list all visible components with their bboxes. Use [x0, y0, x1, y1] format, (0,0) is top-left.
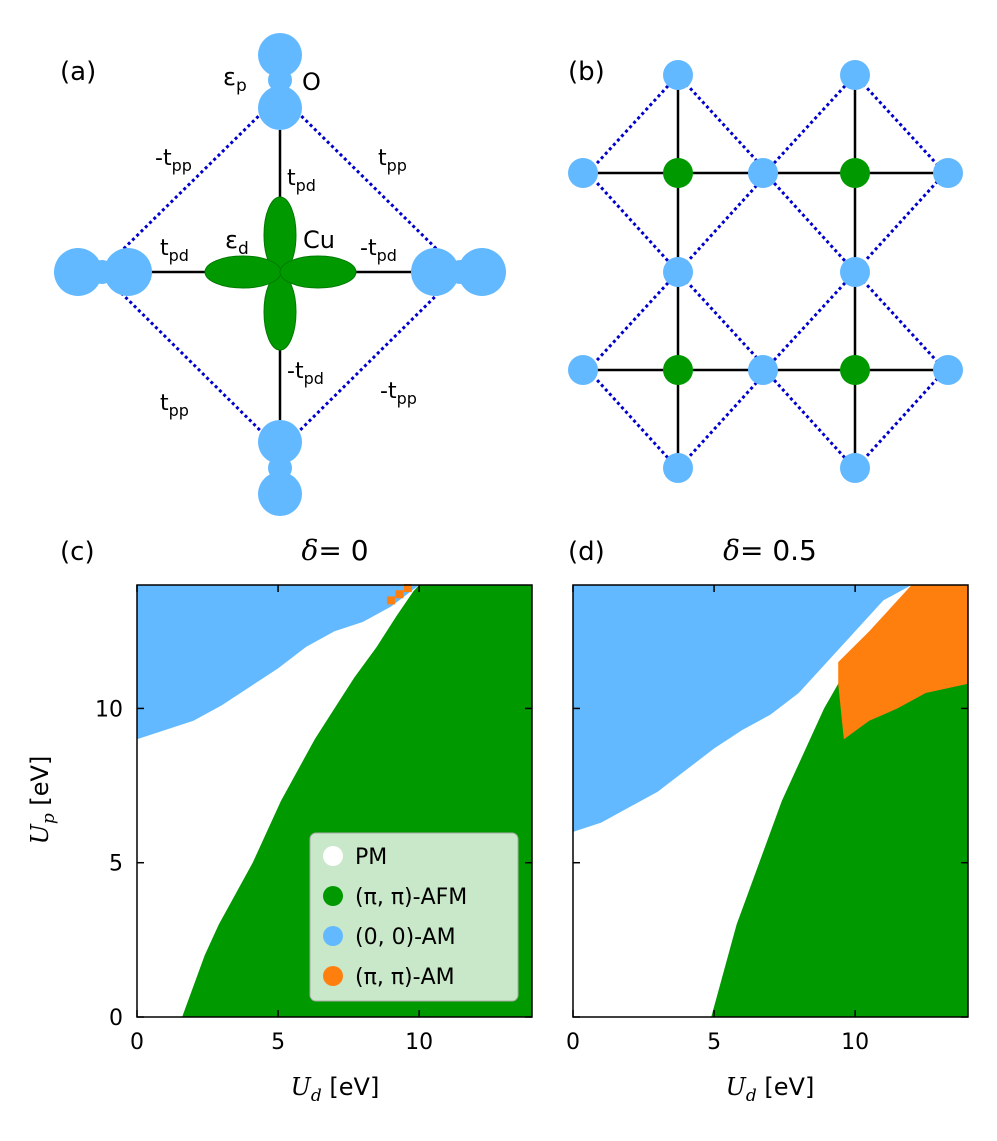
panel-d: (d) δ= 0.5 0 5 10 Ud [eV] [566, 534, 969, 1106]
copper-d-orbital [204, 196, 357, 351]
hop-label-1: -tpp [155, 146, 192, 175]
region-AMpipi [838, 585, 968, 740]
x-tick-label: 10 [405, 1030, 433, 1055]
legend-label: (π, π)-AM [355, 965, 455, 990]
panel-a-label: (a) [60, 57, 96, 87]
lattice-copper-site [840, 355, 870, 385]
legend-label: (π, π)-AFM [355, 885, 467, 910]
panel-b-label: (b) [568, 57, 605, 87]
region-AMpipi-cell [395, 590, 404, 599]
hop-label-6: -tpd [287, 359, 324, 388]
lattice-oxygen-site [748, 355, 778, 385]
region-AMpipi-cell [403, 584, 412, 593]
plot-d-frame [572, 584, 969, 1018]
panel-d-title: δ= 0.5 [723, 534, 817, 567]
region-AM00 [137, 585, 420, 740]
ticks-d: 0 5 10 [566, 585, 968, 1055]
panel-a: (a) [54, 33, 506, 516]
lattice-oxygen-site [748, 158, 778, 188]
plot-c-frame [136, 584, 533, 1018]
legend-marker [323, 886, 343, 906]
panel-d-label: (d) [568, 537, 605, 567]
panel-c-title: δ= 0 [301, 534, 368, 567]
panel-b: (b) [568, 57, 963, 483]
plot-c-ylabel: Up [eV] [26, 756, 59, 845]
legend-label: PM [355, 845, 387, 870]
hop-label-8: -tpp [380, 379, 417, 408]
lattice-copper-site [663, 355, 693, 385]
region-AMpipi-cell [386, 596, 395, 605]
lattice-oxygen-site [840, 453, 870, 483]
legend-items: PM (π, π)-AFM (0, 0)-AM (π, π)-AM [323, 845, 467, 990]
y-tick-label: 10 [95, 697, 123, 722]
lattice-oxygen-site [840, 60, 870, 90]
hop-label-4: tpd [160, 236, 189, 265]
lattice-oxygen-site [840, 257, 870, 287]
hop-label-2: tpp [378, 146, 407, 175]
legend: PM (π, π)-AFM (0, 0)-AM (π, π)-AM [309, 832, 519, 1002]
lattice-copper-site [840, 158, 870, 188]
y-tick-label: 5 [109, 852, 123, 877]
lattice-oxygen-site [663, 60, 693, 90]
lattice-oxygen-site [663, 257, 693, 287]
oxygen-orbital-right [411, 248, 506, 296]
plot-d-xlabel: Ud [eV] [726, 1073, 815, 1106]
legend-marker [323, 846, 343, 866]
panel-c-label: (c) [60, 537, 95, 567]
plot-d [573, 585, 968, 1017]
eps-p-label: εp [223, 63, 247, 96]
legend-label: (0, 0)-AM [355, 925, 456, 950]
lattice-oxygen-site [663, 453, 693, 483]
oxygen-orbital-top [258, 33, 302, 130]
legend-box [309, 832, 519, 1002]
eps-d-label: εd [225, 226, 249, 259]
x-tick-label: 5 [707, 1030, 721, 1055]
region-AM00 [573, 585, 912, 832]
hop-label-7: tpp [160, 391, 189, 420]
hop-label-5: -tpd [360, 236, 397, 265]
x-tick-label: 10 [841, 1030, 869, 1055]
plot-c-xlabel: Ud [eV] [291, 1073, 380, 1106]
hop-label-3: tpd [287, 166, 316, 195]
y-tick-label: 0 [109, 1006, 123, 1031]
legend-marker [323, 966, 343, 986]
oxygen-orbital-bottom [258, 420, 302, 516]
x-tick-label: 0 [130, 1030, 144, 1055]
oxygen-orbital-left [54, 248, 152, 296]
ticks-c: 0 5 10 0 5 10 [95, 585, 532, 1055]
x-tick-label: 0 [566, 1030, 580, 1055]
lattice-oxygen-site [568, 158, 598, 188]
legend-marker [323, 926, 343, 946]
lattice-oxygen-site [933, 158, 963, 188]
site-O-label: O [302, 68, 321, 96]
x-tick-label: 5 [271, 1030, 285, 1055]
lattice-oxygen-site [933, 355, 963, 385]
lattice-oxygen-site [568, 355, 598, 385]
lattice [568, 60, 963, 483]
panel-c: (c) δ= 0 0 5 10 0 5 10 Ud [eV] Up [eV] PM (π, … [26, 534, 533, 1106]
lattice-copper-site [663, 158, 693, 188]
site-Cu-label: Cu [303, 226, 335, 254]
